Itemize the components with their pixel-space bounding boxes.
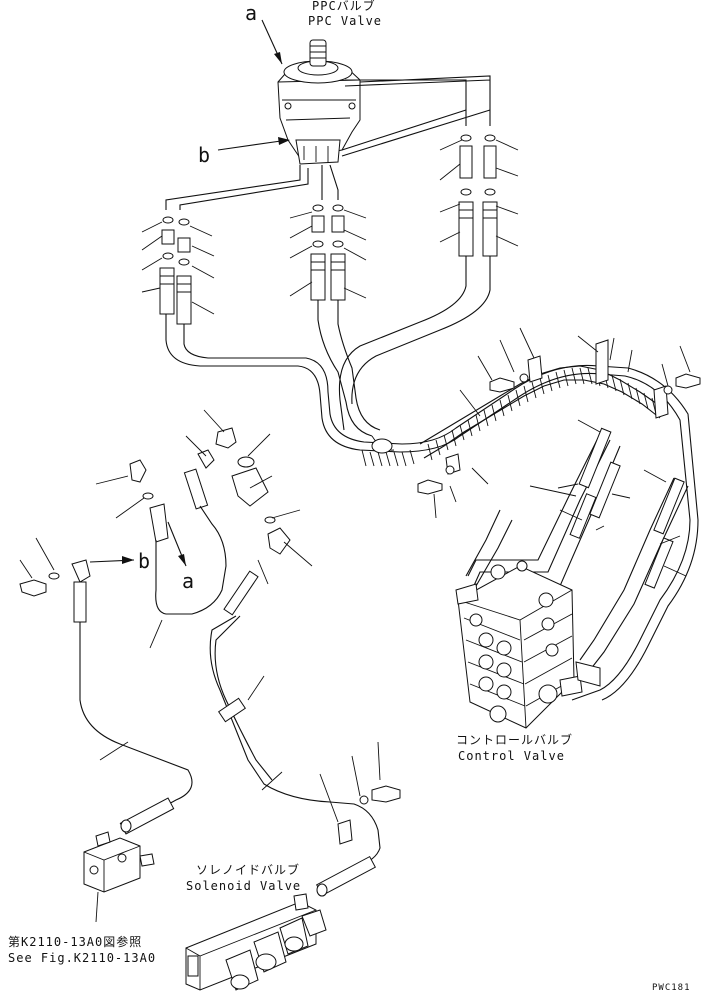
clamp-icon xyxy=(445,339,669,475)
reference-letter-b-left: b xyxy=(138,549,150,573)
ppc-valve-label-en: PPC Valve xyxy=(308,14,382,28)
see-fig-label-ja: 第K2110-13A0図参照 xyxy=(8,934,142,949)
control-valve-label-en: Control Valve xyxy=(458,749,565,763)
reference-letter-b-top: b xyxy=(198,143,210,167)
control-valve-icon xyxy=(455,560,601,729)
ppc-outlet-lines xyxy=(165,75,491,210)
elbow-fitting-icon xyxy=(129,427,291,616)
fitting-leaders xyxy=(141,139,519,315)
see-fig-label-en: See Fig.K2110-13A0 xyxy=(8,951,156,965)
solenoid-valve-label-en: Solenoid Valve xyxy=(186,879,301,893)
wrap-leaders xyxy=(433,327,691,519)
solenoid-valve-label-ja: ソレノイドバルブ xyxy=(196,862,300,877)
left-reference-fittings xyxy=(19,537,193,835)
fitting-stack-left xyxy=(159,216,192,325)
control-valve-label-ja: コントロールバルブ xyxy=(456,732,573,747)
control-valve-hoses xyxy=(465,419,689,671)
ppc-valve-icon xyxy=(277,39,361,165)
left-fitting-leaders xyxy=(95,409,313,585)
reference-letter-a-left: a xyxy=(182,569,194,593)
solenoid-hoses xyxy=(149,505,401,897)
reference-letter-a-top: a xyxy=(245,1,257,25)
fitting-stack-center xyxy=(310,204,346,301)
hose-icon xyxy=(165,256,699,701)
block-valve-icon xyxy=(83,831,155,923)
ppc-valve-label-ja: PPCバルブ xyxy=(312,0,376,13)
fitting-stack-right xyxy=(458,134,498,257)
bolt-icon xyxy=(417,373,701,495)
solenoid-valve-icon xyxy=(185,893,327,991)
figure-code: PWC181 xyxy=(652,983,691,993)
leader-b-top xyxy=(217,139,289,151)
